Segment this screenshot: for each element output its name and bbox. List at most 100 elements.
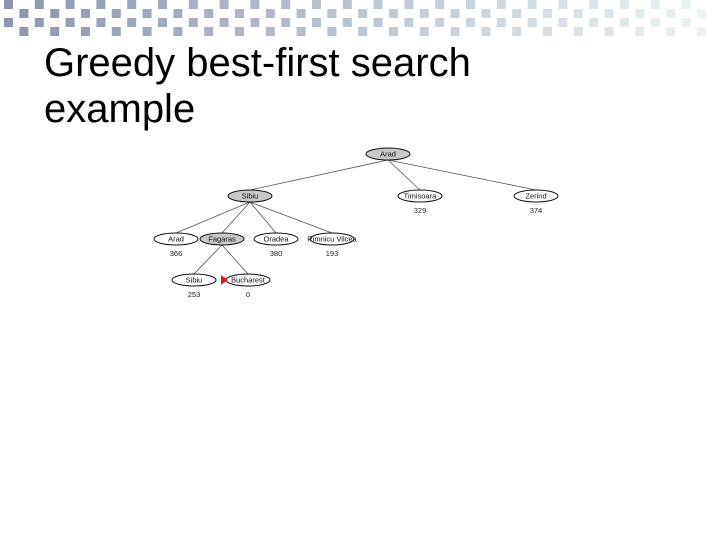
checker-square xyxy=(666,27,676,36)
checker-square xyxy=(404,0,414,9)
node-heuristic-value: 253 xyxy=(188,290,201,299)
node-ellipse xyxy=(513,189,559,203)
checker-square xyxy=(496,0,506,9)
tree-edge xyxy=(387,159,421,191)
checker-square xyxy=(697,9,706,18)
node-heuristic-value: 366 xyxy=(170,249,183,258)
checkered-header-decoration xyxy=(4,0,706,36)
checker-square xyxy=(589,0,599,9)
checker-square xyxy=(34,0,44,9)
checker-square xyxy=(419,9,429,18)
node-ellipse xyxy=(227,189,273,203)
checker-square xyxy=(204,27,214,36)
node-label: Arad xyxy=(168,235,184,244)
checker-square xyxy=(173,27,183,36)
node-ellipse xyxy=(171,273,217,287)
checker-square xyxy=(435,0,445,9)
checker-square xyxy=(19,9,29,18)
checker-square xyxy=(604,9,614,18)
checker-square xyxy=(620,0,629,9)
node-ellipse xyxy=(397,189,443,203)
node-ellipse xyxy=(365,147,411,161)
checker-square xyxy=(296,9,306,18)
checker-square xyxy=(466,18,475,27)
checker-square xyxy=(373,0,383,9)
node-label: Oradea xyxy=(263,235,289,244)
checker-square xyxy=(358,9,368,18)
checker-square xyxy=(389,27,398,36)
checker-square xyxy=(173,9,183,18)
node-ellipse xyxy=(253,232,299,246)
tree-edge xyxy=(221,201,251,234)
checker-square xyxy=(81,27,90,36)
checker-square xyxy=(158,0,167,9)
checker-square xyxy=(573,9,583,18)
node-label: Sibiu xyxy=(242,192,259,201)
checker-square xyxy=(142,9,152,18)
tree-node-oradea: Oradea 380 xyxy=(253,232,299,258)
checker-square xyxy=(327,27,337,36)
checker-square xyxy=(389,9,398,18)
node-heuristic-value: 193 xyxy=(326,249,339,258)
checker-square xyxy=(188,0,198,9)
checker-square xyxy=(650,18,660,27)
checker-square xyxy=(34,18,44,27)
tree-node-bucharest: Bucharest 0 xyxy=(221,273,271,299)
node-label: Sibiu xyxy=(186,276,203,285)
checker-square xyxy=(188,18,198,27)
checker-square xyxy=(342,0,352,9)
tree-edge xyxy=(175,201,251,234)
goal-marker-icon xyxy=(221,275,228,285)
checker-square xyxy=(312,0,321,9)
checker-square xyxy=(4,18,13,27)
checker-square xyxy=(373,18,383,27)
checker-square xyxy=(450,9,460,18)
tree-node-sibiu: Sibiu xyxy=(227,189,273,203)
checker-square xyxy=(342,18,352,27)
checker-square xyxy=(419,27,429,36)
checker-square xyxy=(450,27,460,36)
checker-square xyxy=(635,27,645,36)
title-line-2: example xyxy=(44,87,196,131)
checker-square xyxy=(127,0,137,9)
checker-square xyxy=(466,0,475,9)
tree-edges xyxy=(175,159,537,275)
checker-square xyxy=(481,9,491,18)
node-label: Bucharest xyxy=(231,276,266,285)
tree-node-sibiu-2: Sibiu 253 xyxy=(171,273,217,299)
checker-square xyxy=(250,18,260,27)
checker-square xyxy=(666,9,676,18)
node-label: Fagaras xyxy=(208,235,236,244)
tree-edge xyxy=(249,201,333,234)
checker-square xyxy=(265,27,275,36)
checker-square xyxy=(558,18,568,27)
node-ellipse xyxy=(309,232,355,246)
checker-square xyxy=(142,27,152,36)
checker-square xyxy=(543,9,552,18)
tree-node-fagaras: Fagaras xyxy=(199,232,245,246)
checker-square xyxy=(19,27,29,36)
node-heuristic-value: 0 xyxy=(246,290,250,299)
title-line-1: Greedy best-first search xyxy=(44,41,471,85)
checker-square xyxy=(650,0,660,9)
checker-square xyxy=(589,18,599,27)
checker-square xyxy=(158,18,167,27)
tree-node-arad-root: Arad xyxy=(365,147,411,161)
checker-square xyxy=(681,0,691,9)
checker-square xyxy=(96,18,106,27)
checker-square xyxy=(327,9,337,18)
checker-square xyxy=(265,9,275,18)
checker-square xyxy=(219,18,229,27)
checker-square xyxy=(65,18,75,27)
node-label: Timisoara xyxy=(404,192,437,201)
checker-square xyxy=(81,9,90,18)
checker-square xyxy=(281,18,291,27)
checker-square xyxy=(512,9,522,18)
checker-square xyxy=(635,9,645,18)
checker-square xyxy=(435,18,445,27)
node-heuristic-value: 380 xyxy=(270,249,283,258)
